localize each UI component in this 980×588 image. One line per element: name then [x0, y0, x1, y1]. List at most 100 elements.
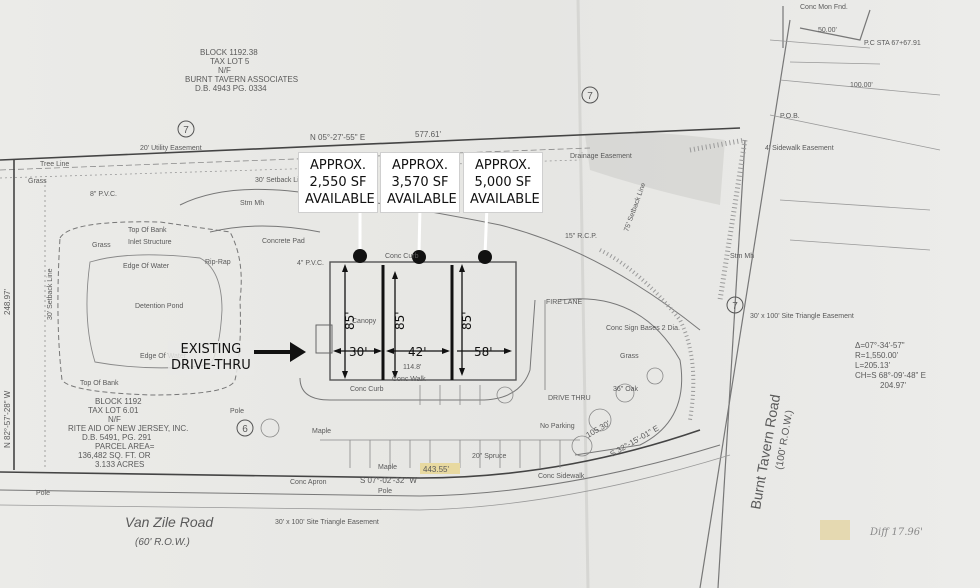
- van-zile-row-label: (60' R.O.W.): [135, 537, 190, 548]
- arrowheads: [333, 264, 512, 379]
- label-edge-of-water-2: Edge Of Water: [140, 353, 187, 360]
- label-setback: 30' Setback Line: [255, 177, 307, 184]
- van-zile-edge: [0, 454, 731, 511]
- bearing-east: S 32°-15'-01" E: [609, 424, 661, 459]
- label-conc-walk: Conc Walk: [392, 376, 426, 383]
- road-labels: Van Zile Road (60' R.O.W.) Burnt Tavern …: [125, 393, 795, 548]
- dimension-arrows: [335, 268, 510, 375]
- existing-drive-thru-label: EXISTING DRIVE-THRU: [168, 341, 254, 375]
- trees: [260, 367, 664, 457]
- dim-depth-2: 85': [393, 311, 407, 330]
- dim-width-3: 58': [474, 345, 493, 359]
- keynote-circles: [177, 86, 744, 437]
- block-left-2: TAX LOT 6.01: [88, 406, 139, 415]
- callout-2550: APPROX. 2,550 SF AVAILABLE: [298, 152, 378, 213]
- label-grass-2: Grass: [28, 178, 47, 185]
- keynote-6: 6: [242, 424, 248, 435]
- callout-leaders: [358, 204, 489, 256]
- block-top-4: BURNT TAVERN ASSOCIATES: [185, 75, 298, 84]
- drive-thru-arrowhead: [290, 342, 306, 362]
- label-concrete-pad: Concrete Pad: [262, 238, 305, 245]
- handwritten-note: Diff 17.96': [869, 527, 923, 538]
- callout-dot-1: [353, 249, 367, 263]
- drive-thru-window: [315, 324, 333, 354]
- existing-drive-thru-line1: EXISTING: [180, 342, 242, 357]
- label-grass: Grass: [620, 353, 639, 360]
- label-setback-75: 75' Setback Line: [623, 182, 647, 233]
- block-top-2: TAX LOT 5: [210, 57, 250, 66]
- label-detention-pond: Detention Pond: [135, 303, 183, 310]
- stippled-walk: [599, 248, 696, 421]
- curve-radius: R=1,550.00': [855, 351, 899, 360]
- callout-dot-2: [412, 250, 426, 264]
- curve-chord-len: 204.97': [880, 381, 906, 390]
- block-left-3: N/F: [108, 415, 121, 424]
- north-property-line: [0, 127, 741, 161]
- south-property-line: [0, 429, 701, 479]
- callout-2550-line3: AVAILABLE: [305, 192, 375, 207]
- label-conc-curb: Conc Curb: [350, 386, 384, 393]
- label-triangle-easement-2: 30' x 100' Site Triangle Easement: [275, 519, 379, 526]
- callout-3570-line3: AVAILABLE: [387, 192, 457, 207]
- detention-pond-top-of-bank: [57, 221, 242, 396]
- label-west-setback: 30' Setback Line: [47, 268, 54, 320]
- label-stm-mh: Stm Mh: [240, 200, 264, 207]
- block-left-7: 136,482 SQ. FT. OR: [78, 451, 151, 460]
- callout-3570-line2: 3,570 SF: [391, 175, 449, 190]
- label-pvc: 8" P.V.C.: [90, 191, 117, 198]
- block-top-5: D.B. 4943 PG. 0334: [195, 84, 267, 93]
- label-grass-3: Grass: [92, 242, 111, 249]
- label-stm-mh-2: Stm Mh: [730, 253, 754, 260]
- block-left-8: 3.133 ACRES: [95, 460, 144, 469]
- curve-data: Δ=07°-34'-57" R=1,550.00' L=205.13' CH=S…: [855, 341, 926, 390]
- callout-3570: APPROX. 3,570 SF AVAILABLE: [380, 152, 460, 213]
- dividing-lines: [381, 265, 454, 380]
- dim-depth-3: 85': [460, 311, 474, 330]
- highlight-mark: [420, 463, 460, 474]
- label-pole: Pole: [230, 408, 244, 415]
- dim-depth-1: 85': [343, 311, 357, 330]
- setback-line: [0, 159, 581, 179]
- dim-width-1: 30': [349, 345, 368, 359]
- block-top-1: BLOCK 1192.38: [200, 48, 258, 57]
- bearing-south-dist: 443.55': [423, 465, 449, 474]
- label-conc-curb-2: Conc Curb: [385, 253, 419, 260]
- existing-drive-thru-line2: DRIVE-THRU: [171, 358, 251, 373]
- label-sidewalk-easement: 4' Sidewalk Easement: [765, 145, 834, 152]
- curve-chord: CH=S 68°-09'-48" E: [855, 371, 926, 380]
- callout-dot-3: [478, 250, 492, 264]
- block-left-text: BLOCK 1192 TAX LOT 6.01 N/F RITE AID OF …: [68, 397, 188, 469]
- concrete-pad-curb: [209, 225, 321, 233]
- label-inlet-structure: Inlet Structure: [128, 239, 172, 246]
- label-pole-2: Pole: [36, 490, 50, 497]
- row-dimension-lines: [769, 39, 941, 251]
- label-fire-lane: FIRE LANE: [546, 299, 583, 306]
- label-top-of-bank: Top Of Bank: [128, 227, 167, 234]
- label-maple: Maple: [378, 464, 397, 471]
- label-oak: 36" Oak: [613, 386, 639, 393]
- label-dist-100: 100.00': [850, 82, 873, 89]
- keynote-7b: 7: [587, 91, 593, 102]
- label-conc-apron: Conc Apron: [290, 479, 327, 486]
- block-left-6: PARCEL AREA=: [95, 442, 155, 451]
- label-drive-thru: DRIVE THRU: [548, 395, 591, 402]
- label-canopy: Canopy: [352, 318, 377, 325]
- label-sign-bases: Conc Sign Bases 2 Dia.: [606, 325, 680, 332]
- burnt-tavern-row-lines: [699, 6, 871, 588]
- label-no-parking: No Parking: [540, 423, 575, 430]
- curve-delta: Δ=07°-34'-57": [855, 341, 905, 350]
- bearing-north-dist: 577.61': [415, 130, 441, 139]
- building-front-parking: [419, 385, 481, 405]
- bearing-south: S 07°-02'-32" W: [360, 476, 417, 485]
- label-maple-2: Maple: [312, 428, 331, 435]
- keynote-numbers: 7 7 7 6: [183, 91, 738, 435]
- label-triangle-easement: 30' x 100' Site Triangle Easement: [750, 313, 854, 320]
- bearing-west: N 82°-57'-28" W: [3, 390, 12, 448]
- label-utility-easement: 20' Utility Easement: [140, 145, 202, 152]
- callout-5000-line2: 5,000 SF: [474, 175, 532, 190]
- callout-5000: APPROX. 5,000 SF AVAILABLE: [463, 152, 543, 213]
- bearing-west-dist: 248.97': [3, 289, 12, 315]
- label-dist-50: 50.00': [818, 27, 837, 34]
- callout-5000-line1: APPROX.: [474, 158, 532, 173]
